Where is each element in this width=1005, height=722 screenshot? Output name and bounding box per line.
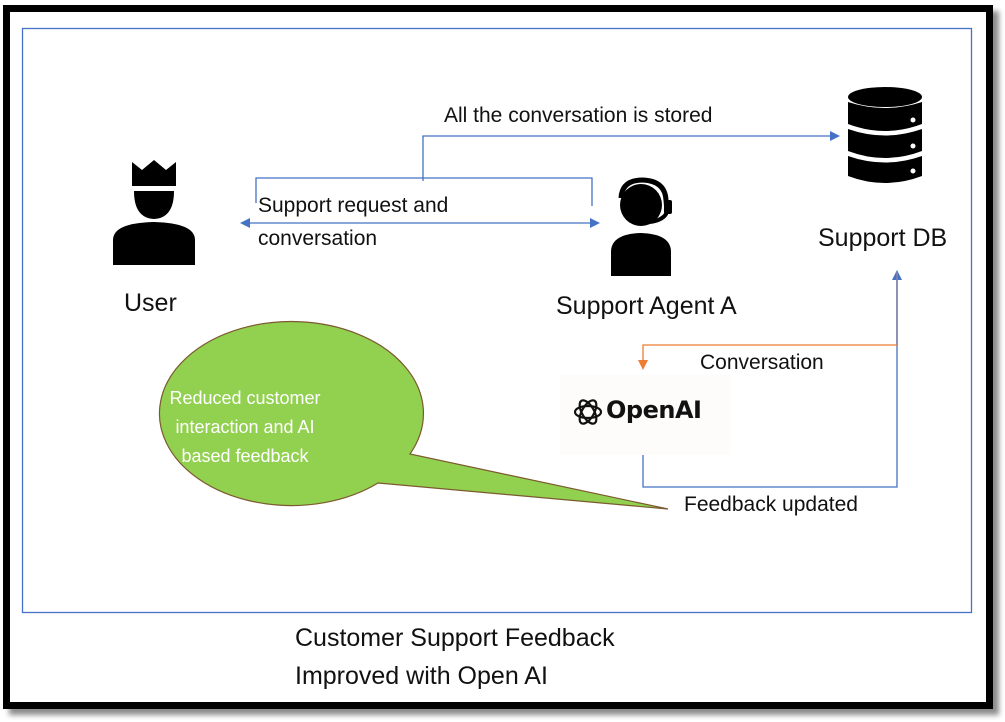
database-icon xyxy=(848,87,922,183)
diagram-frame xyxy=(3,5,993,709)
request-bracket-line xyxy=(255,177,593,206)
feedback-arrow xyxy=(642,270,902,488)
feedback-label: Feedback updated xyxy=(684,493,858,516)
inner-border xyxy=(21,27,973,614)
callout-bubble xyxy=(158,320,669,510)
conversation-label: Conversation xyxy=(700,351,824,374)
caption-line1: Customer Support Feedback xyxy=(295,624,615,652)
agent-label: Support Agent A xyxy=(556,292,737,320)
user-crown-icon xyxy=(113,160,195,265)
stored-arrow xyxy=(422,131,840,181)
request-label-line2: conversation xyxy=(258,227,378,250)
request-label-line1: Support request and xyxy=(258,194,449,217)
callout-text: Reduced customer interaction and AI base… xyxy=(140,384,350,471)
openai-knot-icon xyxy=(573,399,603,425)
openai-node xyxy=(560,375,730,455)
openai-label: OpenAI xyxy=(606,396,702,424)
request-arrow-left-head xyxy=(240,218,250,228)
callout-line2: interaction and AI xyxy=(175,417,315,437)
user-label: User xyxy=(124,289,177,317)
callout-line1: Reduced customer xyxy=(169,388,321,408)
stored-label: All the conversation is stored xyxy=(444,104,713,127)
conversation-arrow xyxy=(638,344,897,370)
callout-line3: based feedback xyxy=(181,446,309,466)
headset-agent-icon xyxy=(611,177,672,276)
db-label: Support DB xyxy=(818,224,948,252)
caption-line2: Improved with Open AI xyxy=(295,662,548,690)
